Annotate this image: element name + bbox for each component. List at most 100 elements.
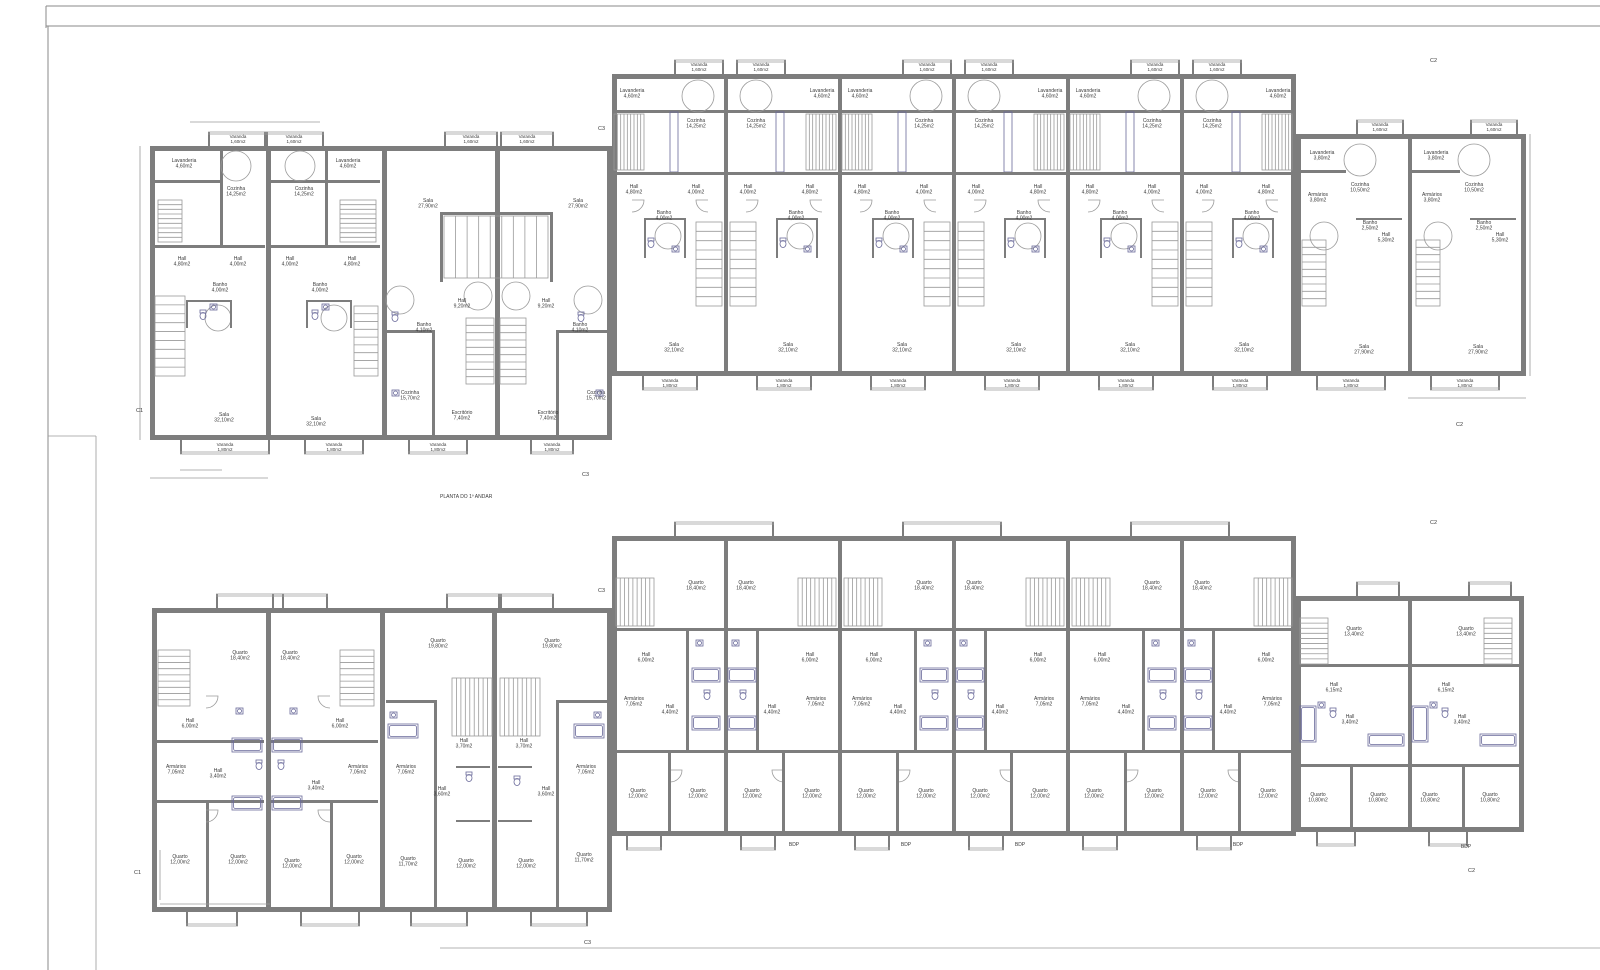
room-area-label: 1,80m2: [662, 383, 678, 388]
staircase: [841, 113, 873, 171]
turning-circle: [385, 285, 415, 315]
room-area-label: 3,60m2: [538, 792, 555, 798]
bathtub-icon: [1299, 705, 1317, 743]
room-area-label: 6,00m2: [1030, 658, 1047, 664]
wall: [1510, 582, 1512, 596]
sink-icon: [695, 639, 704, 647]
room-name-label: Quarto: [804, 788, 820, 794]
wall: [1228, 522, 1230, 536]
room-area-label: 7,05m2: [854, 702, 871, 708]
room-area-label: 3,70m2: [516, 744, 533, 750]
sink-icon: [1031, 245, 1040, 253]
bathtub-icon: [1479, 733, 1517, 747]
bdp-label: BDP: [789, 842, 800, 848]
wall: [1212, 630, 1215, 750]
room-name-label: Hall: [666, 704, 675, 710]
bathtub-icon: [231, 737, 263, 753]
wall: [740, 836, 742, 850]
room-name-label: Varanda: [286, 134, 303, 139]
room-area-label: 4,00m2: [740, 190, 757, 196]
room-area-label: 7,05m2: [808, 702, 825, 708]
wall: [1410, 170, 1460, 173]
wall: [1350, 764, 1353, 832]
room-area-label: 4,60m2: [814, 94, 831, 100]
room-area-label: 7,05m2: [168, 770, 185, 776]
room-area-label: 7,05m2: [626, 702, 643, 708]
wall: [1238, 752, 1241, 836]
wall: [1296, 170, 1346, 173]
room-area-label: 4,00m2: [282, 262, 299, 268]
door-swing: [923, 199, 937, 213]
room-name-label: Banho: [213, 282, 228, 288]
wall: [556, 700, 559, 912]
room-name-label: Sala: [1359, 344, 1369, 350]
room-name-label: Hall: [542, 786, 551, 792]
room-name-label: Hall: [1442, 682, 1451, 688]
room-area-label: 1,60m2: [286, 139, 302, 144]
wall: [380, 608, 385, 912]
staircase: [1253, 577, 1293, 627]
door-swing: [317, 695, 331, 709]
room-area-label: 5,30m2: [1378, 238, 1395, 244]
kitchen-counter: [1125, 111, 1135, 173]
room-name-label: Escritório: [538, 410, 559, 416]
door-swing: [695, 199, 709, 213]
kitchen-counter: [669, 111, 679, 173]
room-area-label: 4,60m2: [340, 164, 357, 170]
turning-circle: [654, 222, 682, 250]
varanda-balcony: [674, 521, 774, 536]
room-area-label: 2,50m2: [1362, 226, 1379, 232]
room-name-label: Hall: [178, 256, 187, 262]
bathtub-icon: [1183, 715, 1213, 731]
room-area-label: 12,00m2: [856, 794, 876, 800]
staircase: [695, 221, 723, 307]
staircase: [1185, 221, 1213, 307]
turning-circle: [681, 79, 715, 113]
room-name-label: Varanda: [981, 62, 998, 67]
room-name-label: Hall: [744, 184, 753, 190]
upper-right-wing: Varanda1,60m2Varanda1,80m2Lavanderia4,60…: [612, 59, 1531, 399]
wall: [1130, 522, 1132, 536]
wall: [1470, 120, 1472, 134]
toilet-icon: [1103, 237, 1111, 248]
room-name-label: Banho: [1477, 220, 1492, 226]
wall: [572, 440, 574, 454]
room-name-label: Varanda: [919, 62, 936, 67]
room-name-label: Quarto: [630, 788, 646, 794]
room-area-label: 14,25m2: [746, 124, 766, 130]
upper-unit: Varanda1,60m2Varanda1,80m2Lavanderia4,60…: [1180, 59, 1296, 391]
door-swing: [317, 809, 331, 823]
room-name-label: Cozinha: [687, 118, 706, 124]
wall: [1232, 218, 1234, 258]
wall: [282, 594, 284, 608]
toilet-icon: [703, 689, 711, 700]
room-area-label: 4,00m2: [312, 288, 329, 294]
upper-left-wing: Varanda1,60m2Varanda1,60m2Varanda1,60m2V…: [139, 121, 612, 479]
room-name-label: Quarto: [284, 858, 300, 864]
toilet-icon: [779, 237, 787, 248]
sink-icon: [1317, 701, 1326, 709]
room-area-label: 4,40m2: [764, 710, 781, 716]
staircase: [157, 649, 191, 707]
wall: [1068, 110, 1182, 113]
room-name-label: Hall: [312, 780, 321, 786]
bathtub-icon: [1183, 667, 1213, 683]
wall: [300, 912, 302, 926]
varanda-balcony: [272, 593, 328, 608]
wall: [1468, 582, 1470, 596]
room-name-label: Sala: [897, 342, 907, 348]
wall: [498, 766, 532, 768]
wall: [362, 440, 364, 454]
wall: [872, 218, 874, 258]
room-area-label: 4,40m2: [1220, 710, 1237, 716]
staircase: [154, 295, 186, 377]
room-area-label: 12,00m2: [1198, 794, 1218, 800]
wall: [150, 146, 612, 151]
sink-icon: [1151, 639, 1160, 647]
room-name-label: Hall: [286, 256, 295, 262]
door-swing: [809, 199, 823, 213]
